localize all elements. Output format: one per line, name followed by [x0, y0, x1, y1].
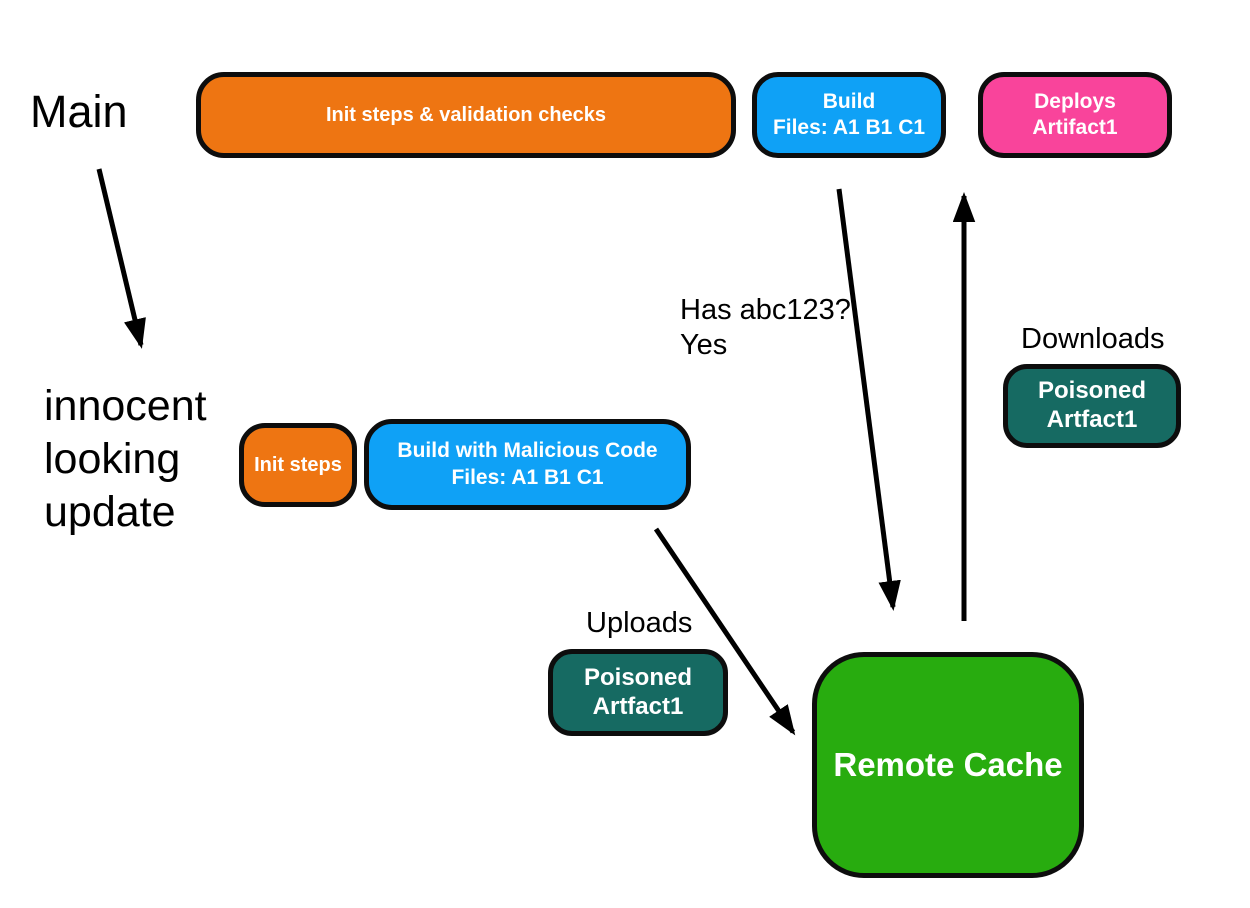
innocent-update-line-1: innocent: [44, 382, 207, 430]
downloads-label: Downloads: [1021, 323, 1165, 355]
node-build-main-files: Files: A1 B1 C1: [772, 116, 926, 139]
node-build-main-title: Build: [822, 89, 876, 113]
node-build-main: Build Files: A1 B1 C1: [752, 72, 946, 158]
node-init-validation-checks-label: Init steps & validation checks: [325, 103, 607, 126]
arrow-build-to-remote-cache: [836, 188, 901, 611]
node-init-validation-checks: Init steps & validation checks: [196, 72, 736, 158]
cache-hit-question: Has abc123?: [680, 294, 851, 326]
node-poisoned-artifact-upload-title: Poisoned: [583, 663, 692, 691]
node-poisoned-artifact-download-title: Poisoned: [1037, 377, 1146, 405]
arrow-main-to-update: [96, 168, 146, 349]
node-deploys-artifact-name: Artifact1: [1032, 116, 1118, 139]
node-build-malicious-title: Build with Malicious Code: [397, 439, 658, 463]
node-remote-cache: Remote Cache: [812, 652, 1084, 878]
main-branch-label: Main: [30, 86, 128, 137]
node-init-steps-label: Init steps: [254, 453, 342, 476]
cache-hit-answer: Yes: [680, 329, 728, 361]
node-remote-cache-label: Remote Cache: [833, 746, 1063, 784]
node-poisoned-artifact-upload-name: Artfact1: [592, 692, 684, 720]
node-poisoned-artifact-download-name: Artfact1: [1046, 406, 1138, 433]
node-deploys-artifact: Deploys Artifact1: [978, 72, 1172, 158]
innocent-update-line-2: looking: [44, 435, 181, 483]
node-poisoned-artifact-download: Poisoned Artfact1: [1003, 364, 1181, 448]
node-init-steps: Init steps: [239, 423, 357, 507]
node-poisoned-artifact-upload: Poisoned Artfact1: [548, 649, 728, 736]
node-build-malicious-files: Files: A1 B1 C1: [451, 465, 604, 489]
innocent-update-line-3: update: [44, 488, 176, 536]
node-deploys-artifact-title: Deploys: [1034, 89, 1116, 113]
uploads-label: Uploads: [586, 607, 693, 639]
cache-hit-annotation: Has abc123? Yes: [680, 293, 851, 363]
innocent-update-label: innocent looking update: [44, 380, 207, 539]
node-build-malicious: Build with Malicious Code Files: A1 B1 C…: [364, 419, 691, 510]
